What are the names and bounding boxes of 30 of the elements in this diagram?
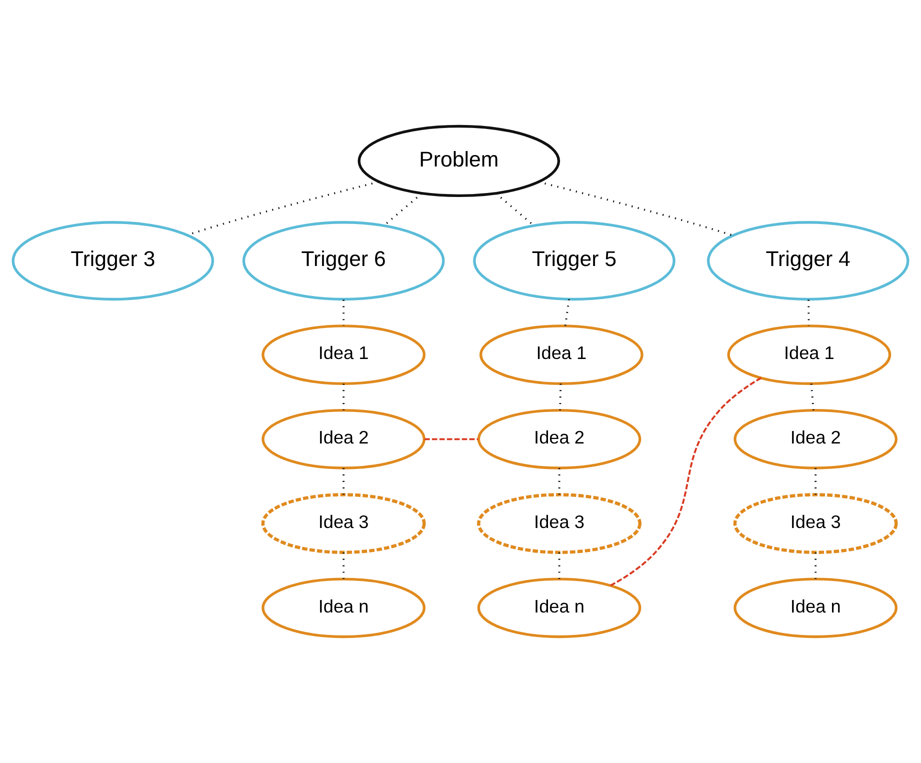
node-ellipse: Idea 2 <box>262 409 426 470</box>
node-ellipse: Idea 3 <box>477 493 642 554</box>
connector <box>495 192 534 226</box>
connector <box>342 552 345 580</box>
connector <box>610 377 762 586</box>
connector <box>384 192 422 226</box>
connector <box>538 180 734 236</box>
connector <box>558 468 560 495</box>
node-ellipse: Idea 3 <box>261 493 426 554</box>
node-ellipse: Trigger 6 <box>242 221 445 301</box>
connector <box>814 552 817 580</box>
node-ellipse: Idea n <box>262 578 426 638</box>
node-ellipse: Idea 1 <box>479 324 644 385</box>
node-ellipse: Idea 3 <box>733 493 898 554</box>
connector <box>564 299 570 326</box>
connector <box>814 468 817 495</box>
node-ellipse: Trigger 5 <box>473 221 676 301</box>
connector <box>424 438 478 440</box>
node-ellipse: Idea n <box>477 578 642 638</box>
connector <box>558 552 560 580</box>
node-ellipse: Trigger 3 <box>12 221 214 301</box>
node-ellipse: Idea 1 <box>262 324 426 385</box>
node-ellipse: Idea 2 <box>477 409 642 470</box>
connector <box>810 384 814 410</box>
node-ellipse: Idea n <box>734 578 898 638</box>
node-ellipse: Trigger 4 <box>706 221 910 301</box>
node-ellipse: Idea 2 <box>734 409 898 470</box>
node-ellipse: Problem <box>358 124 560 198</box>
node-ellipse: Idea 1 <box>727 324 892 385</box>
connector <box>342 468 345 495</box>
